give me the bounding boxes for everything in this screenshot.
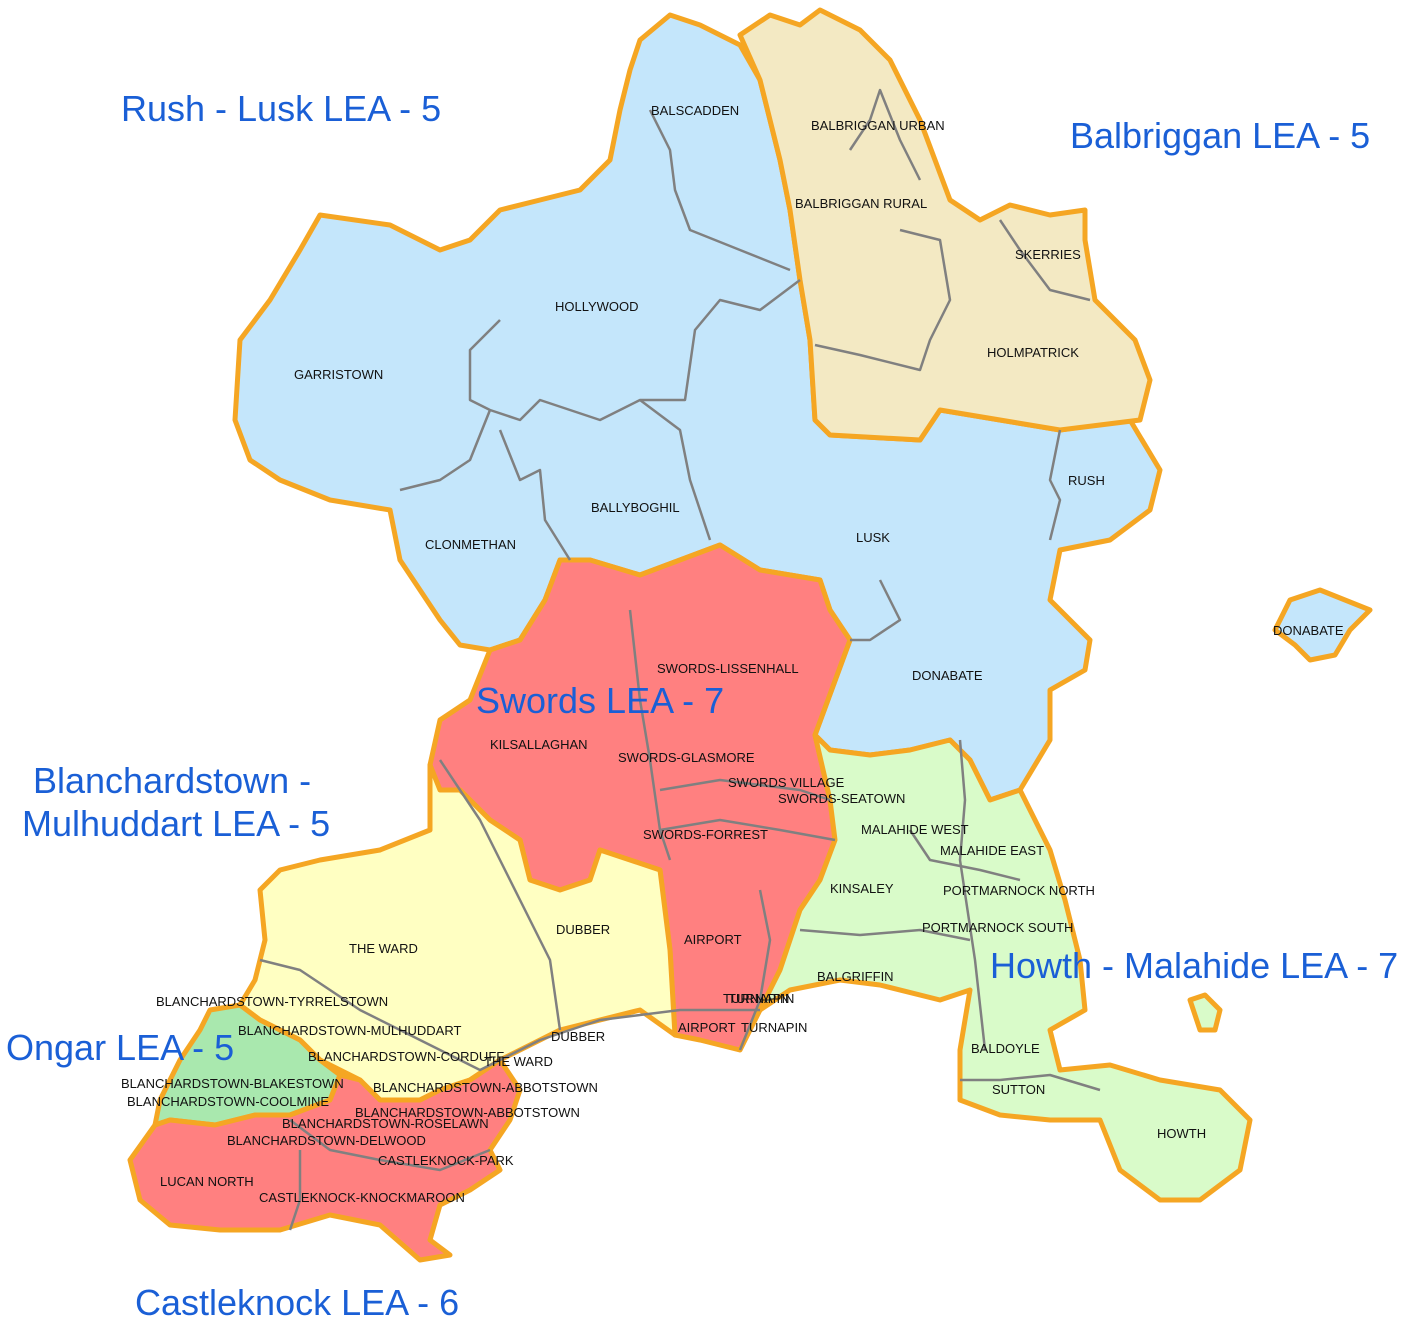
ed-label-bl-blakestown: BLANCHARDSTOWN-BLAKESTOWN [121,1076,344,1091]
ed-label-bl-abbotstown-1: BLANCHARDSTOWN-ABBOTSTOWN [373,1080,598,1095]
island-region [1187,992,1223,1033]
lea-label-swords: Swords LEA - 7 [476,680,724,721]
ed-label-turnapin-1: TURNAPIN [723,991,789,1006]
lea-label-castleknock: Castleknock LEA - 6 [135,1282,459,1323]
ed-label-the-ward: THE WARD [349,941,418,956]
ed-label-bl-mulhuddart: BLANCHARDSTOWN-MULHUDDART [238,1023,461,1038]
ed-label-swords-seatown: SWORDS-SEATOWN [778,791,905,806]
ed-label-turnapin-2: TURNAPIN [728,991,794,1006]
lea-label-blanchardstown-1: Blanchardstown - [33,760,311,801]
ed-label-holmpatrick: HOLMPATRICK [987,345,1079,360]
lea-label-rush-lusk: Rush - Lusk LEA - 5 [121,88,441,129]
lea-label-howth-malahide: Howth - Malahide LEA - 7 [990,945,1398,986]
ed-label-ballyboghil: BALLYBOGHIL [591,500,680,515]
ed-label-clonmethan: CLONMETHAN [425,537,516,552]
howth-malahide-lea-region[interactable] [757,732,1253,1203]
ed-label-dubber: DUBBER [556,922,610,937]
ed-label-balgriffin: BALGRIFFIN [817,969,894,984]
ed-label-dubber-2: DUBBER [551,1029,605,1044]
ed-label-bl-tyrrelstown: BLANCHARDSTOWN-TYRRELSTOWN [156,994,388,1009]
ed-label-bl-corduff: BLANCHARDSTOWN-CORDUFF [308,1049,504,1064]
ed-label-lucan-north: LUCAN NORTH [160,1174,254,1189]
lea-label-balbriggan: Balbriggan LEA - 5 [1070,115,1370,156]
ed-label-kilsallaghan: KILSALLAGHAN [490,737,588,752]
ed-label-swords-glasmore: SWORDS-GLASMORE [618,750,755,765]
ed-label-sutton: SUTTON [992,1082,1045,1097]
ed-label-malahide-west: MALAHIDE WEST [861,822,969,837]
lea-label-ongar: Ongar LEA - 5 [6,1027,234,1068]
balbriggan-lea-region[interactable] [737,7,1153,443]
lea-label-blanchardstown-2: Mulhuddart LEA - 5 [22,803,330,844]
castleknock-lea-region[interactable] [127,1057,523,1263]
ed-label-bl-abbotstown-2: BLANCHARDSTOWN-ABBOTSTOWN [355,1105,580,1120]
ed-label-garristown: GARRISTOWN [294,367,383,382]
ed-label-malahide-east: MALAHIDE EAST [940,843,1044,858]
ed-label-swords-lissenhall: SWORDS-LISSENHALL [657,661,799,676]
ed-label-bl-coolmine: BLANCHARDSTOWN-COOLMINE [127,1094,329,1109]
ed-label-portmarnock-north: PORTMARNOCK NORTH [943,883,1095,898]
ed-label-swords-village: SWORDS VILLAGE [728,775,845,790]
ed-label-castleknock-park: CASTLEKNOCK-PARK [378,1153,514,1168]
ed-label-donabate: DONABATE [912,668,983,683]
ed-label-turnapin-3: TURNAPIN [741,1020,807,1035]
ed-label-rush: RUSH [1068,473,1105,488]
ed-label-baldoyle: BALDOYLE [971,1041,1040,1056]
ed-label-balscadden: BALSCADDEN [651,103,739,118]
ed-label-the-ward-2: THE WARD [484,1054,553,1069]
ed-label-bl-delwood: BLANCHARDSTOWN-DELWOOD [227,1133,426,1148]
ed-label-portmarnock-south: PORTMARNOCK SOUTH [922,920,1073,935]
ed-label-bl-roselawn: BLANCHARDSTOWN-ROSELAWN [282,1116,489,1131]
ed-label-swords-forrest: SWORDS-FORREST [643,827,768,842]
ed-label-airport-2: AIRPORT [678,1020,736,1035]
ed-label-skerries: SKERRIES [1015,247,1081,262]
ed-label-kinsaley: KINSALEY [830,881,894,896]
ed-label-hollywood: HOLLYWOOD [555,299,639,314]
ed-boundaries [259,88,1101,1231]
ed-label-airport: AIRPORT [684,932,742,947]
donabate-island-region[interactable] [1272,587,1373,663]
ed-label-castleknock-knockmaroon: CASTLEKNOCK-KNOCKMAROON [259,1190,465,1205]
ed-label-howth: HOWTH [1157,1126,1206,1141]
ed-label-balbriggan-rural: BALBRIGGAN RURAL [795,196,927,211]
ed-label-lusk: LUSK [856,530,890,545]
ed-label-balbriggan-urban: BALBRIGGAN URBAN [811,118,945,133]
ed-label-donabate-island: DONABATE [1273,623,1344,638]
